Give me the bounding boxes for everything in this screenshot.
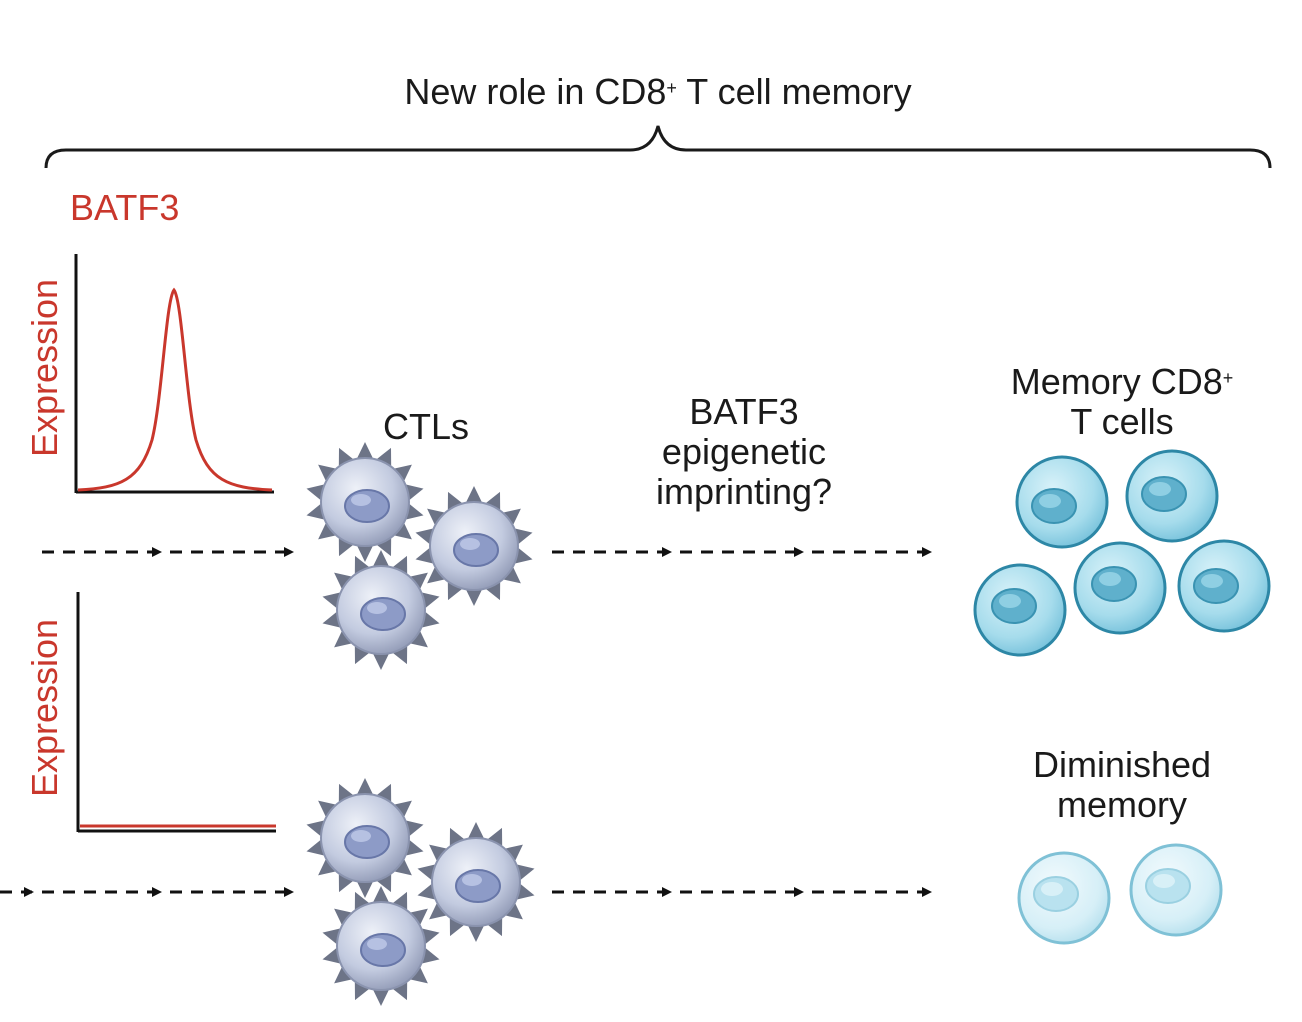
middle-label-line1: BATF3 xyxy=(689,391,799,432)
title-brace xyxy=(44,125,1272,169)
diagram-title: New role in CD8+ T cell memory xyxy=(330,72,986,112)
middle-label-line3: imprinting? xyxy=(655,471,833,512)
expression-axis-label-top: Expression xyxy=(24,278,65,457)
diminished-label-line1: Diminished xyxy=(1032,744,1212,785)
expression-plot-top xyxy=(74,254,274,494)
ctl-cell xyxy=(415,486,533,606)
diminished-memory-cell xyxy=(1129,843,1223,937)
memory-t-cell xyxy=(1125,449,1219,543)
title-text-rest: T cell memory xyxy=(676,71,912,112)
memory-cd8-label: Memory CD8+ T cells xyxy=(962,362,1282,442)
ctl-cell xyxy=(417,822,535,942)
ctls-label: CTLs xyxy=(382,406,469,447)
ctl-cell xyxy=(306,778,424,898)
title-superscript: + xyxy=(666,78,677,98)
expression-axis-label-bottom: Expression xyxy=(24,618,65,797)
diminished-memory-cell xyxy=(1017,851,1111,945)
epigenetic-imprinting-label: BATF3 epigenetic imprinting? xyxy=(604,392,884,512)
memory-label-superscript: + xyxy=(1222,368,1234,388)
batf3-peak-curve xyxy=(77,287,273,492)
ctl-cell xyxy=(306,442,424,562)
memory-t-cell xyxy=(1177,539,1271,633)
middle-label-line2: epigenetic xyxy=(661,431,827,472)
memory-t-cell xyxy=(1015,455,1109,549)
diminished-label-line2: memory xyxy=(1056,784,1187,825)
memory-label-line1: Memory CD8 xyxy=(1010,361,1223,402)
memory-label-line2: T cells xyxy=(1070,401,1174,442)
gene-label: BATF3 xyxy=(70,187,180,228)
ctl-cell xyxy=(322,886,440,1006)
title-text: New role in CD8 xyxy=(404,71,667,112)
ctl-cell xyxy=(322,550,440,670)
expression-plot-bottom xyxy=(76,592,276,833)
memory-t-cell xyxy=(973,563,1067,657)
memory-t-cell xyxy=(1073,541,1167,635)
diminished-memory-label: Diminished memory xyxy=(982,745,1262,825)
